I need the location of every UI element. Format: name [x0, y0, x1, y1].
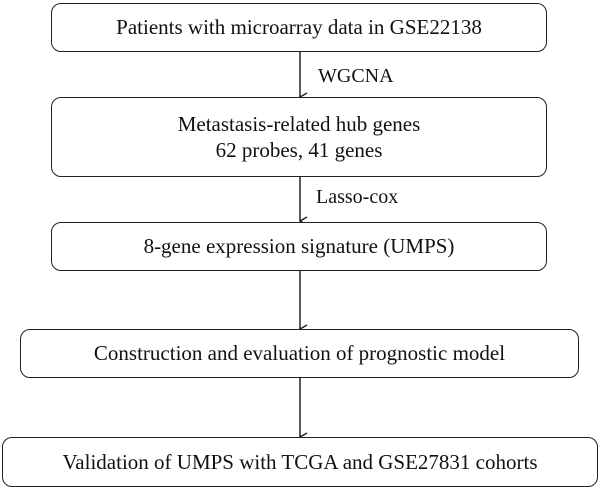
step-1-box: Patients with microarray data in GSE2213…: [51, 3, 547, 52]
step-5-text: Validation of UMPS with TCGA and GSE2783…: [62, 449, 538, 474]
step-2-box: Metastasis-related hub genes 62 probes, …: [51, 97, 547, 177]
step-4-text: Construction and evaluation of prognosti…: [93, 341, 506, 366]
step-1-text: Patients with microarray data in GSE2213…: [116, 15, 482, 40]
edge-label-lasso-cox: Lasso-cox: [316, 186, 399, 208]
step-4-box: Construction and evaluation of prognosti…: [20, 329, 579, 378]
step-3-box: 8-gene expression signature (UMPS): [51, 222, 547, 271]
step-2-line-2: 62 probes, 41 genes: [215, 138, 383, 162]
step-5-box: Validation of UMPS with TCGA and GSE2783…: [2, 437, 598, 487]
edge-label-wgcna: WGCNA: [318, 65, 394, 87]
step-2-line-1: Metastasis-related hub genes: [177, 111, 421, 136]
step-3-text: 8-gene expression signature (UMPS): [143, 234, 455, 259]
